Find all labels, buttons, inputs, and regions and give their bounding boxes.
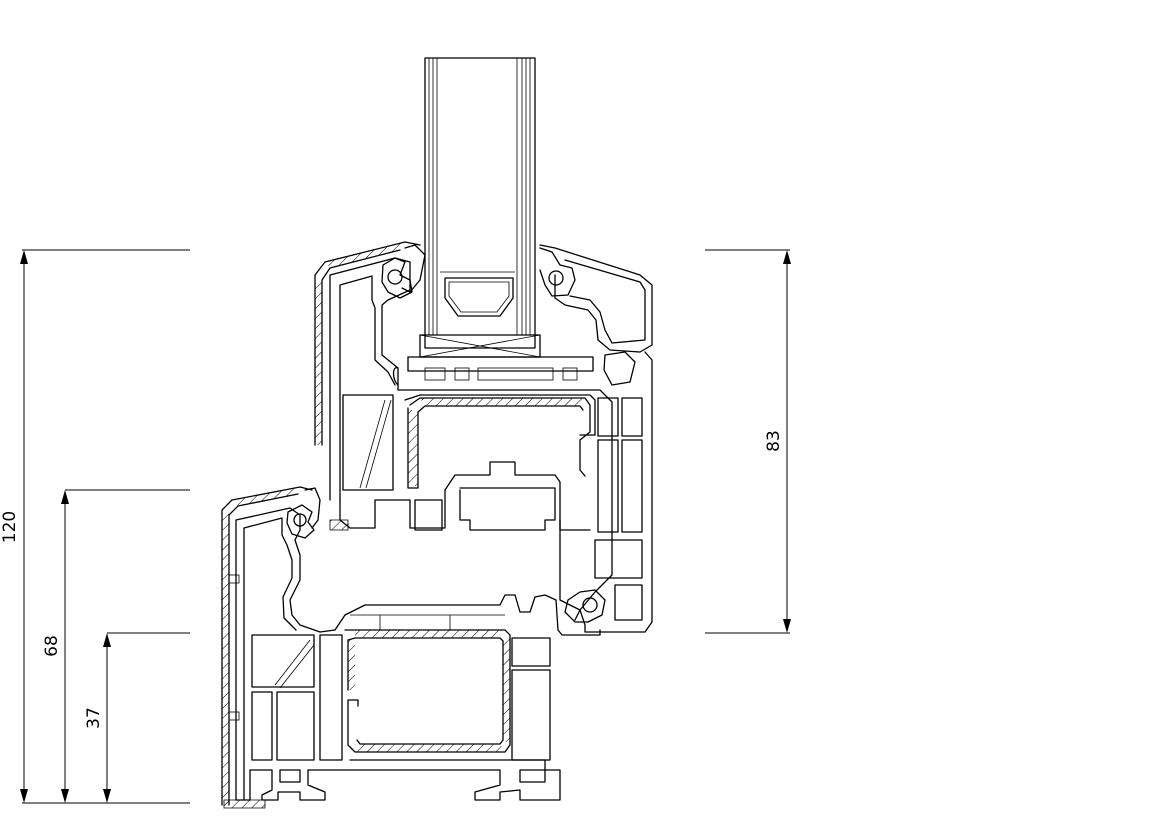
sash-profile [314,241,653,621]
dimension-sash-height [61,490,69,803]
dimension-label-120: 120 [0,511,20,543]
dimension-glazing-height [783,250,791,633]
glass-unit [424,57,536,349]
dimension-label-68: 68 [42,635,62,657]
dimension-total-height [20,250,28,803]
frame-profile [221,351,653,809]
dimension-label-37: 37 [84,707,104,729]
dimension-lines: 120 68 37 83 [0,249,791,804]
glazing-block [407,334,594,381]
dimension-label-83: 83 [764,430,784,452]
dimension-frame-height [103,633,111,803]
